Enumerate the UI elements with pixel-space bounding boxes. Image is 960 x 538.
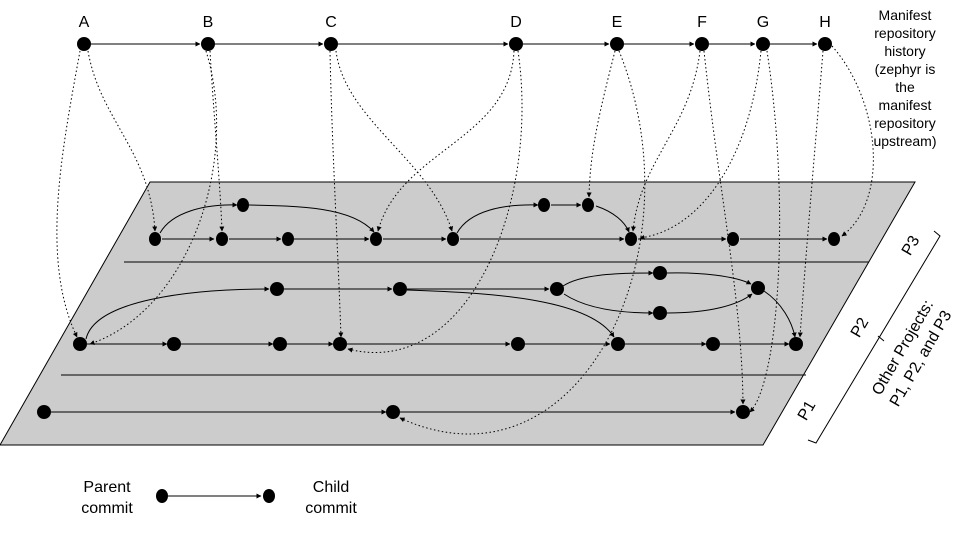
commit-label-e: E <box>612 14 623 31</box>
p2-commits <box>73 266 803 351</box>
manifest-commit-labels: A B C D E F G H <box>79 14 831 31</box>
manifest-pointers <box>56 45 874 435</box>
manifest-commit-f <box>695 37 709 51</box>
svg-text:manifest: manifest <box>879 97 932 113</box>
legend-child-label: Child <box>313 479 349 496</box>
manifest-commit-d <box>509 37 523 51</box>
commit-label-h: H <box>819 14 831 31</box>
svg-text:repository: repository <box>874 115 935 131</box>
commit-label-f: F <box>697 14 707 31</box>
manifest-caption: Manifest repository history (zephyr is t… <box>873 7 936 149</box>
pointer-c-p3 <box>335 50 454 232</box>
legend-parent-label-2: commit <box>81 500 133 517</box>
pointer-g-p1 <box>749 50 781 413</box>
pointer-a-p2 <box>56 50 81 338</box>
project-commit-edges <box>51 202 828 415</box>
lane-label-p3: P3 <box>899 233 924 259</box>
legend-parent-node <box>156 489 168 503</box>
pointer-h-p2 <box>797 50 824 338</box>
manifest-commit-nodes <box>77 37 832 51</box>
manifest-commit-a <box>77 37 91 51</box>
pointer-b-p2 <box>89 50 218 345</box>
pointer-b-p3 <box>209 50 225 232</box>
manifest-commit-b <box>201 37 215 51</box>
commit-label-c: C <box>325 14 337 31</box>
pointer-a-p3 <box>87 50 158 232</box>
commit-label-g: G <box>757 14 769 31</box>
manifest-commit-e <box>610 37 624 51</box>
svg-text:repository: repository <box>874 25 935 41</box>
lane-label-p1: P1 <box>795 398 820 424</box>
svg-text:(zephyr is: (zephyr is <box>875 61 936 77</box>
p1-commits <box>37 405 750 419</box>
projects-plane <box>0 181 916 446</box>
legend-child-node <box>263 489 275 503</box>
manifest-commit-c <box>324 37 338 51</box>
commit-label-b: B <box>203 14 214 31</box>
legend-child-label-2: commit <box>305 500 357 517</box>
commit-label-d: D <box>510 14 522 31</box>
svg-text:the: the <box>895 79 915 95</box>
project-commit-nodes <box>37 198 840 419</box>
svg-text:upstream): upstream) <box>873 133 936 149</box>
legend-parent-label: Parent <box>83 479 131 496</box>
svg-text:history: history <box>884 43 925 59</box>
plane-background <box>0 181 916 446</box>
pointer-c-p2 <box>329 50 344 338</box>
manifest-commit-g <box>756 37 770 51</box>
lane-label-p2: P2 <box>848 315 873 341</box>
p3-commits <box>149 198 840 246</box>
pointer-f-p1 <box>703 50 746 405</box>
pointer-e-p3 <box>586 50 616 198</box>
manifest-commit-h <box>818 37 832 51</box>
pointer-g-p3 <box>639 50 762 240</box>
pointer-f-p3 <box>630 50 701 232</box>
svg-text:Manifest: Manifest <box>879 7 932 23</box>
brace-line <box>807 230 941 444</box>
manifest-history: A B C D E F G H Manifest repository hist… <box>77 7 937 149</box>
legend: Parent commit Child commit <box>81 479 357 517</box>
commit-label-a: A <box>79 14 90 31</box>
